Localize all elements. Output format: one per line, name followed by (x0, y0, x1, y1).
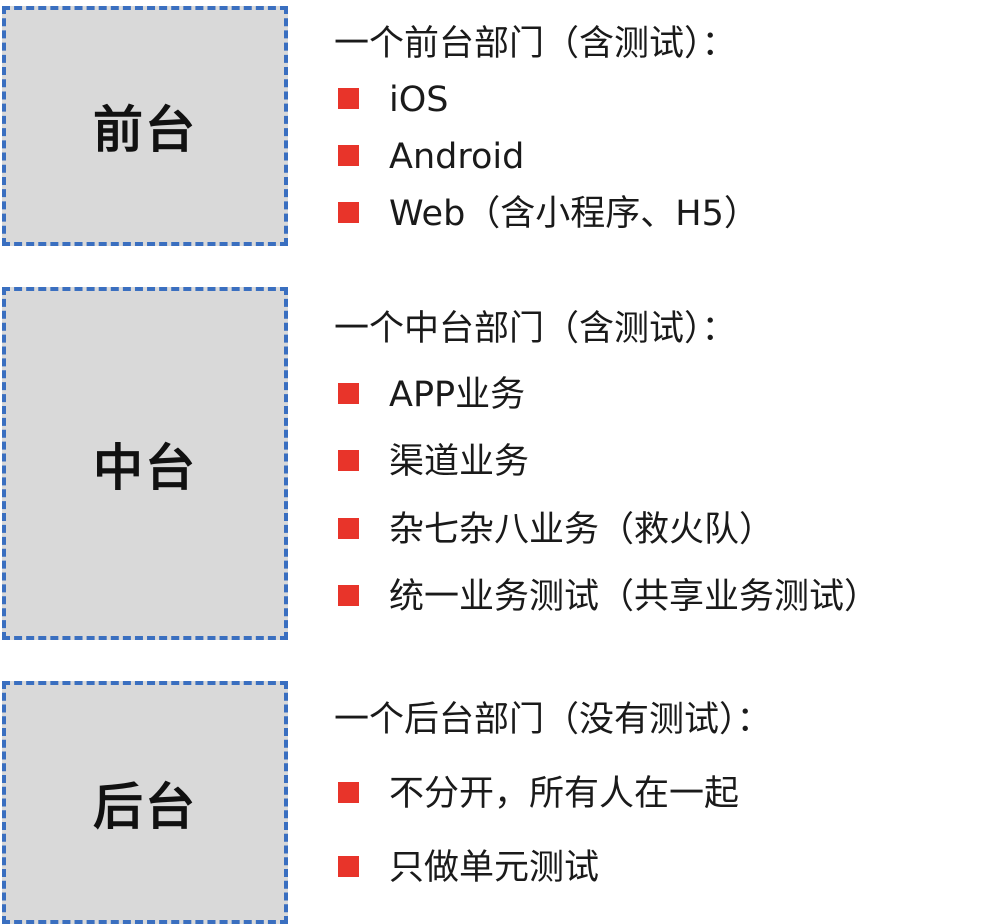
list-item-text: 渠道业务 (389, 442, 530, 482)
list-item-text: 只做单元测试 (389, 848, 600, 888)
middle-office-section: 一个中台部门（含测试）： APP业务 渠道业务 杂七杂八业务（救火队） 统一业务… (334, 307, 992, 617)
square-bullet-icon (338, 145, 359, 166)
front-office-label: 前台 (93, 101, 197, 159)
front-office-section: 一个前台部门（含测试）： iOS Android Web（含小程序、H5） (334, 22, 992, 234)
square-bullet-icon (338, 585, 359, 606)
square-bullet-icon (338, 383, 359, 404)
back-office-box: 后台 (2, 681, 288, 924)
list-item-text: Android (389, 137, 525, 177)
square-bullet-icon (338, 202, 359, 223)
list-item-text: Web（含小程序、H5） (389, 194, 759, 234)
back-office-label: 后台 (93, 777, 197, 836)
square-bullet-icon (338, 856, 359, 877)
list-item-text: 统一业务测试（共享业务测试） (389, 577, 880, 617)
list-item-text: iOS (389, 80, 449, 120)
middle-office-label: 中台 (93, 438, 197, 497)
square-bullet-icon (338, 518, 359, 539)
square-bullet-icon (338, 782, 359, 803)
middle-office-heading: 一个中台部门（含测试）： (334, 309, 737, 349)
list-item-text: 杂七杂八业务（救火队） (389, 510, 775, 550)
list-item-text: APP业务 (389, 375, 526, 415)
middle-office-box: 中台 (2, 287, 288, 640)
square-bullet-icon (338, 450, 359, 471)
list-item-text: 不分开，所有人在一起 (389, 774, 740, 814)
square-bullet-icon (338, 88, 359, 109)
front-office-box: 前台 (2, 6, 288, 246)
front-office-heading: 一个前台部门（含测试）： (334, 24, 737, 64)
back-office-heading: 一个后台部门（没有测试）： (334, 700, 772, 740)
back-office-section: 一个后台部门（没有测试）： 不分开，所有人在一起 只做单元测试 (334, 698, 992, 888)
